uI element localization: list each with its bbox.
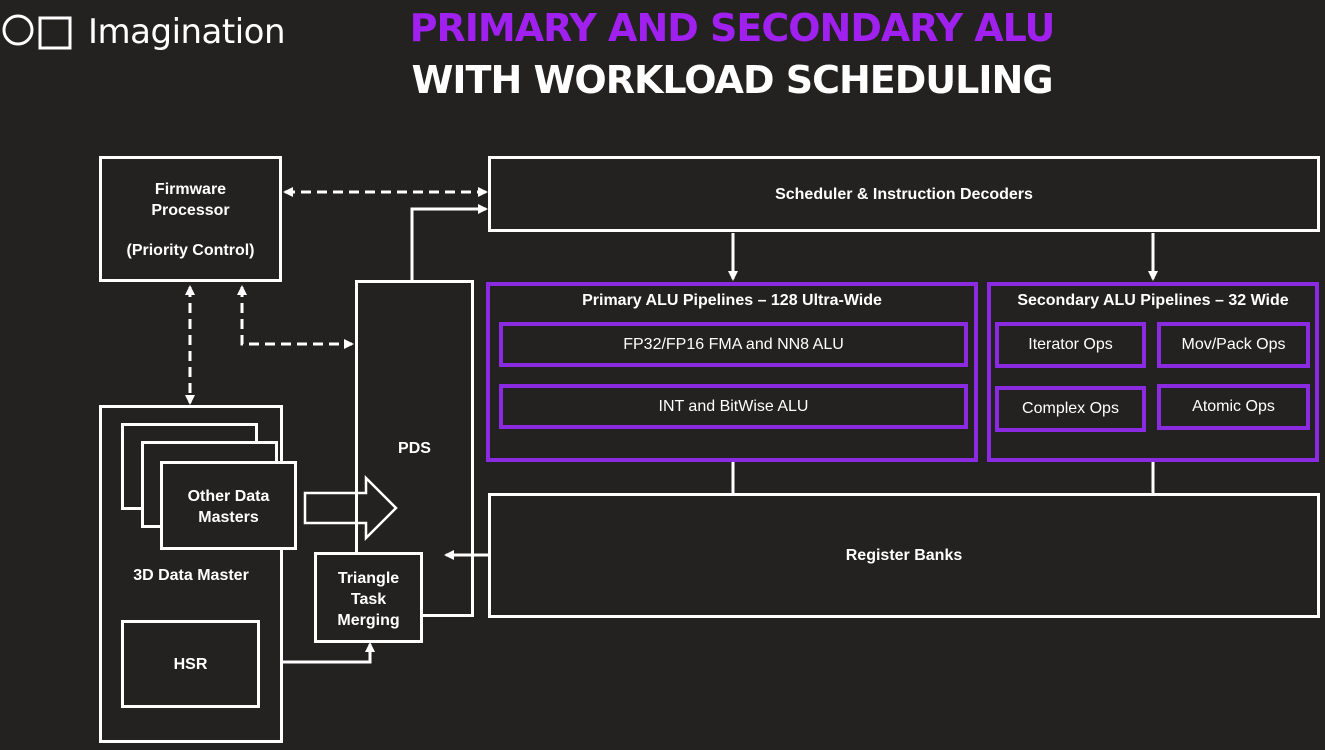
firmware-pds-link bbox=[237, 285, 354, 349]
primary-alu-group bbox=[486, 282, 978, 462]
secondary-unit-complex-label: Complex Ops bbox=[1022, 400, 1119, 417]
secondary-unit-complex: Complex Ops bbox=[995, 386, 1146, 432]
firmware-label-3: (Priority Control) bbox=[126, 242, 255, 259]
primary-unit-int: INT and BitWise ALU bbox=[499, 384, 968, 429]
other-masters-label-2: Masters bbox=[198, 509, 259, 526]
imagination-logo-icon bbox=[2, 14, 72, 50]
hsr-triangle-link bbox=[259, 642, 375, 664]
scheduler-label: Scheduler & Instruction Decoders bbox=[775, 185, 1033, 203]
triangle-label-3: Merging bbox=[337, 612, 400, 629]
title-line-1: PRIMARY AND SECONDARY ALU bbox=[409, 6, 1056, 50]
triangle-label-1: Triangle bbox=[337, 570, 400, 587]
brand-name: Imagination bbox=[88, 12, 286, 52]
masters-pds-big-arrow bbox=[303, 474, 398, 542]
secondary-unit-iterator: Iterator Ops bbox=[995, 322, 1146, 368]
triangle-label-2: Task bbox=[350, 591, 387, 608]
secondary-unit-movpack: Mov/Pack Ops bbox=[1157, 322, 1310, 368]
hsr-label: HSR bbox=[173, 655, 208, 673]
secondary-unit-atomic-label: Atomic Ops bbox=[1192, 398, 1275, 415]
secondary-unit-movpack-label: Mov/Pack Ops bbox=[1181, 336, 1286, 353]
other-masters-label-1: Other Data bbox=[187, 488, 270, 505]
primary-unit-fp32: FP32/FP16 FMA and NN8 ALU bbox=[499, 322, 968, 367]
primary-unit-int-label: INT and BitWise ALU bbox=[658, 397, 809, 415]
title-line-2: WITH WORKLOAD SCHEDULING bbox=[411, 58, 1053, 102]
triangle-task-merging-box bbox=[314, 552, 423, 643]
pds-label: PDS bbox=[398, 440, 431, 457]
data-master-3d-label: 3D Data Master bbox=[133, 567, 249, 584]
primary-alu-title: Primary ALU Pipelines – 128 Ultra-Wide bbox=[582, 292, 882, 309]
firmware-label-2: Processor bbox=[151, 202, 230, 219]
register-banks-label: Register Banks bbox=[845, 547, 963, 564]
secondary-unit-atomic: Atomic Ops bbox=[1157, 384, 1310, 430]
secondary-alu-title: Secondary ALU Pipelines – 32 Wide bbox=[1017, 292, 1289, 309]
secondary-unit-iterator-label: Iterator Ops bbox=[1028, 336, 1113, 353]
primary-unit-fp32-label: FP32/FP16 FMA and NN8 ALU bbox=[623, 335, 844, 353]
firmware-label-1: Firmware bbox=[154, 181, 227, 198]
register-banks-box: Register Banks bbox=[488, 493, 1320, 618]
pds-scheduler-link bbox=[410, 204, 488, 282]
other-masters-box bbox=[160, 461, 297, 550]
secondary-alu-group bbox=[987, 282, 1319, 462]
firmware-processor-box bbox=[99, 156, 282, 282]
scheduler-box: Scheduler & Instruction Decoders bbox=[488, 156, 1320, 232]
hsr-box: HSR bbox=[121, 620, 260, 708]
